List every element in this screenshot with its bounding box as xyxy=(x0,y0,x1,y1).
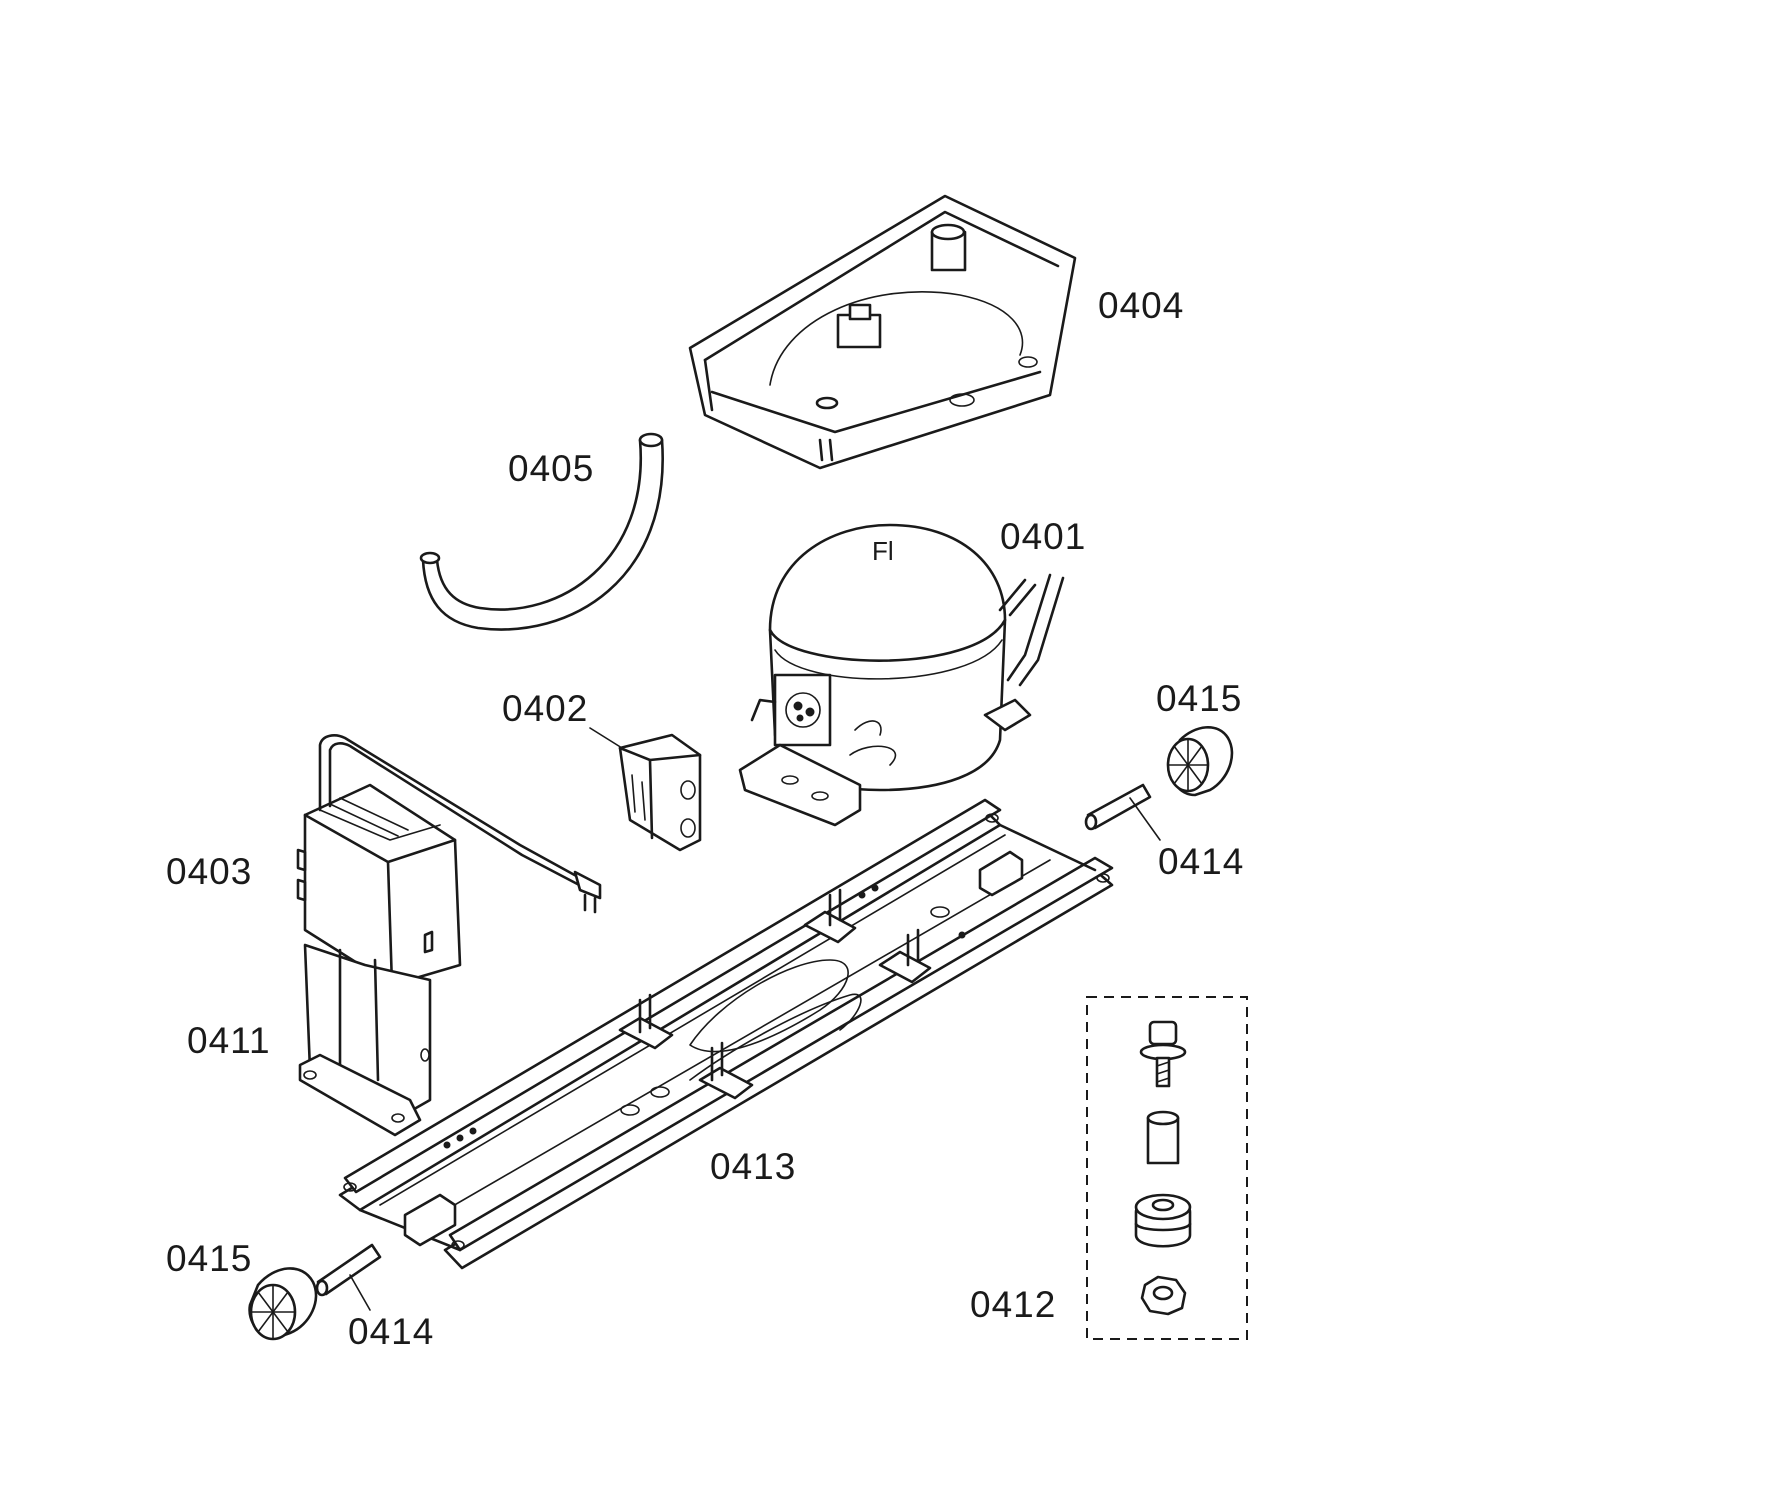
label-0402: 0402 xyxy=(502,688,589,729)
label-0412: 0412 xyxy=(970,1284,1057,1325)
part-0415-wheel-right xyxy=(1166,726,1234,797)
part-0404-cover-tray xyxy=(688,194,1077,470)
label-0415-right: 0415 xyxy=(1156,678,1243,719)
part-0414-axle-left xyxy=(315,1243,382,1311)
part-0414-axle-right xyxy=(1084,783,1161,841)
label-0413: 0413 xyxy=(710,1146,797,1187)
part-0403-control-box xyxy=(296,734,602,987)
part-0402-relay xyxy=(589,727,702,852)
label-0403: 0403 xyxy=(166,851,253,892)
part-0415-wheel-left xyxy=(248,1267,318,1341)
part-0413-base-rails xyxy=(338,798,1114,1270)
part-0401-compressor: Fl xyxy=(738,523,1065,827)
label-0415-left: 0415 xyxy=(166,1238,253,1279)
label-0405: 0405 xyxy=(508,448,595,489)
part-0405-hose xyxy=(419,432,664,631)
label-0414-left: 0414 xyxy=(348,1311,435,1352)
part-0411-bracket xyxy=(298,943,432,1137)
label-0404: 0404 xyxy=(1098,285,1185,326)
label-0414-right: 0414 xyxy=(1158,841,1245,882)
part-0412-hardware-kit xyxy=(1086,996,1248,1340)
label-0401: 0401 xyxy=(1000,516,1087,557)
label-0411: 0411 xyxy=(187,1020,271,1061)
svg-text:Fl: Fl xyxy=(872,536,894,566)
